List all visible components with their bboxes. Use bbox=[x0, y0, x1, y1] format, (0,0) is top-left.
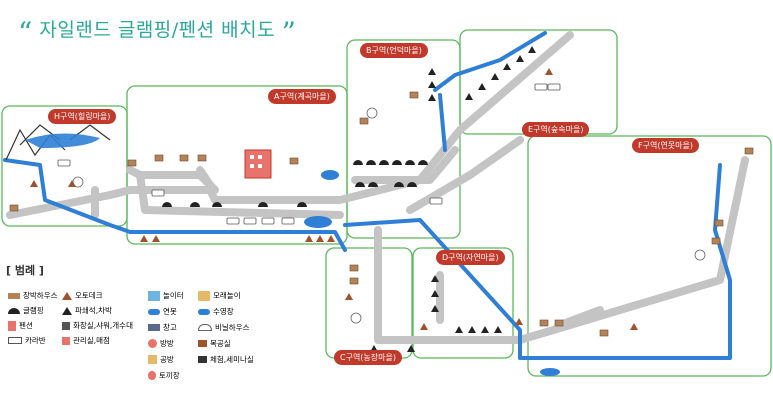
zone-e-boundary bbox=[459, 29, 618, 135]
lake-icon bbox=[25, 133, 100, 148]
legend-item-pension: 펜션 bbox=[8, 320, 33, 331]
zone-label-b: B구역(언덕마을) bbox=[360, 43, 428, 58]
car-icon bbox=[321, 171, 339, 179]
studio-icon bbox=[148, 355, 157, 364]
legend-item-room: 방방 bbox=[148, 338, 174, 349]
map-title: “ 자일랜드 글램핑/펜션 배치도 ” bbox=[18, 16, 297, 49]
legend-item-auto-deck: 오토데크 bbox=[62, 290, 103, 301]
pond-icon bbox=[304, 216, 332, 228]
zone-label-f: F구역(연못마을) bbox=[632, 138, 700, 153]
legend-title: [ 범례 ] bbox=[6, 264, 44, 277]
river-b-east bbox=[438, 93, 447, 152]
zone-label-d: D구역(자연마을) bbox=[436, 250, 505, 265]
dome-tent-icon bbox=[8, 307, 20, 314]
playground-icon bbox=[148, 290, 160, 301]
pool-icon bbox=[198, 308, 210, 315]
greenhouse-icon bbox=[198, 324, 212, 331]
shop-icon bbox=[62, 336, 70, 345]
zone-f-boundary bbox=[527, 135, 772, 377]
tent-icon bbox=[62, 306, 72, 315]
zone-d-boundary bbox=[412, 247, 514, 359]
house-icon bbox=[8, 292, 20, 299]
auto-decks bbox=[30, 68, 638, 330]
bath-icon bbox=[198, 340, 207, 347]
zone-label-c: C구역(농장마을) bbox=[334, 350, 402, 365]
legend-item-caravan: 카라반 bbox=[8, 335, 46, 346]
seminar-icon bbox=[198, 356, 207, 363]
legend-item-seminar: 체험,세미나실 bbox=[198, 354, 254, 365]
road-b-inner bbox=[351, 146, 459, 184]
glamping-tents-b bbox=[353, 160, 428, 187]
legend-item-bath: 목공실 bbox=[198, 338, 231, 349]
road-f-diagonal bbox=[516, 156, 749, 344]
building-icon bbox=[8, 320, 16, 331]
warehouse-icon bbox=[148, 324, 160, 331]
caravans bbox=[57, 83, 561, 225]
legend-item-pool: 수영장 bbox=[198, 306, 234, 317]
legend-item-sandplay: 모래놀이 bbox=[198, 290, 241, 301]
road-a-south bbox=[136, 171, 344, 219]
restroom-icon bbox=[62, 321, 70, 330]
vinyl-houses bbox=[72, 107, 706, 324]
road-f-branch bbox=[556, 306, 604, 329]
legend-item-rabbit: 토끼장 bbox=[148, 370, 180, 381]
legend-item-jangbak: 장박하우스 bbox=[8, 290, 58, 301]
zone-label-e: E구역(숲속마을) bbox=[522, 122, 590, 137]
glamping-tents-a bbox=[162, 202, 307, 207]
pond-icon bbox=[148, 308, 160, 315]
legend-item-warehouse: 창고 bbox=[148, 322, 177, 333]
jangbak-houses bbox=[9, 91, 754, 337]
zone-label-h: H구역(힐링마을) bbox=[48, 109, 117, 124]
legend-item-parasol: 파쇄석,차박 bbox=[62, 305, 112, 316]
legend-item-studio: 공방 bbox=[148, 354, 174, 365]
triangle-icon bbox=[62, 291, 72, 300]
zone-b-boundary bbox=[346, 39, 461, 239]
legend-item-glamping: 글램핑 bbox=[8, 305, 44, 316]
road-c-vertical bbox=[374, 226, 524, 344]
legend-item-playground: 놀이터 bbox=[148, 290, 184, 301]
caravan-icon bbox=[8, 337, 22, 344]
road-a-north bbox=[196, 166, 214, 189]
legend-item-pond: 연못 bbox=[148, 306, 177, 317]
river-main bbox=[3, 158, 347, 252]
trampoline-icon bbox=[148, 339, 157, 348]
river-middle bbox=[343, 163, 732, 360]
legend-item-washroom: 화장실,샤워,개수대 bbox=[62, 320, 133, 331]
river-north bbox=[433, 31, 547, 92]
sandbox-icon bbox=[198, 290, 210, 301]
legend-item-vinyl-house: 비닐하우스 bbox=[198, 322, 250, 333]
zone-label-a: A구역(계곡마을) bbox=[268, 89, 336, 104]
rabbit-icon bbox=[148, 371, 156, 380]
pension-building bbox=[244, 149, 272, 179]
legend-item-office: 관리실,매점 bbox=[62, 335, 110, 346]
map-title-text: 자일랜드 글램핑/펜션 배치도 bbox=[39, 19, 276, 41]
pond-icon-f bbox=[540, 368, 560, 376]
deck-tents bbox=[370, 46, 536, 352]
